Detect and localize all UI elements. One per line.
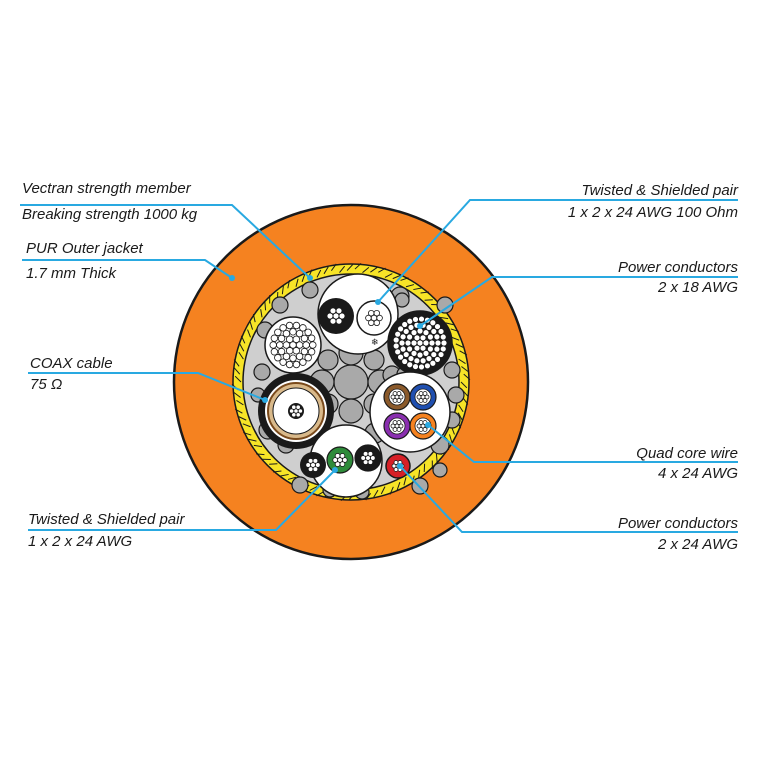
coax-label-1: COAX cable [30, 355, 113, 372]
pair-right-label-2: 1 x 2 x 24 AWG 100 Ohm [568, 204, 738, 221]
coax-label-2: 75 Ω [30, 376, 62, 393]
coax-cable [258, 373, 334, 449]
power18-label-1: Power conductors [618, 259, 739, 276]
jacket-label-2: 1.7 mm Thick [26, 265, 118, 282]
pair-left-label-2: 1 x 2 x 24 AWG [28, 533, 133, 550]
leader-lines [20, 199, 738, 533]
jacket-label-1: PUR Outer jacket [26, 240, 144, 257]
power24-label-1: Power conductors [618, 515, 739, 532]
svg-text:❄: ❄ [371, 337, 379, 347]
power24-label-2: 2 x 24 AWG [657, 536, 738, 553]
twisted-pair-top: ❄ [317, 273, 399, 355]
quad-label-2: 4 x 24 AWG [658, 465, 738, 482]
quad-core-wire [369, 371, 451, 453]
twisted-pair-bottom [300, 424, 383, 498]
pair-right-label-1: Twisted & Shielded pair [582, 182, 739, 199]
power-conductor-18awg [387, 310, 453, 376]
vectran-label-1: Vectran strength member [22, 180, 192, 197]
pair-left-label-1: Twisted & Shielded pair [28, 511, 185, 528]
power18-label-2: 2 x 18 AWG [657, 279, 738, 296]
strand-bundle-top-left [264, 316, 322, 374]
quad-label-1: Quad core wire [636, 445, 738, 462]
vectran-label-2: Breaking strength 1000 kg [22, 206, 198, 223]
